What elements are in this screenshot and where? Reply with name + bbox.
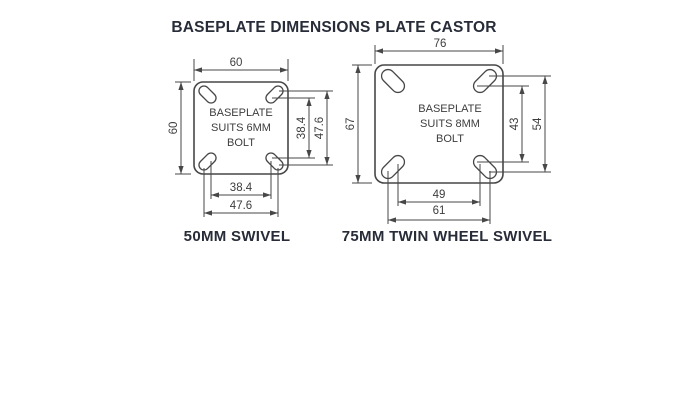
dim-bolt-outer-horizontal-label: 61 xyxy=(433,205,446,217)
extension-lines xyxy=(203,168,279,217)
diagram-75mm-twin-wheel-swivel: BASEPLATE SUITS 8MM BOLT 76 67 43 xyxy=(342,38,553,245)
dim-plate-height: 60 xyxy=(168,81,191,175)
diagram-caption: 75MM TWIN WHEEL SWIVEL xyxy=(342,228,553,245)
extension-lines xyxy=(397,164,481,206)
slot-hole-top-left xyxy=(198,85,217,104)
dim-bolt-outer-vertical: 54 xyxy=(489,75,551,173)
dim-plate-height-label: 60 xyxy=(168,122,180,135)
dim-bolt-outer-horizontal: 61 xyxy=(387,171,491,224)
plate-label-line3: BOLT xyxy=(436,133,464,145)
dim-plate-width: 76 xyxy=(374,38,504,64)
slot-hole-bottom-left xyxy=(198,152,217,171)
dim-bolt-outer-vertical-label: 47.6 xyxy=(314,117,326,139)
diagram-50mm-swivel: BASEPLATE SUITS 6MM BOLT 60 60 38.4 xyxy=(168,57,333,245)
slot-hole-top-left xyxy=(380,68,406,94)
dim-plate-width: 60 xyxy=(193,57,289,81)
dim-bolt-inner-vertical-label: 38.4 xyxy=(296,116,308,139)
plate-label: BASEPLATE SUITS 8MM BOLT xyxy=(418,103,481,145)
dim-bolt-inner-horizontal-label: 38.4 xyxy=(230,182,253,194)
dim-bolt-inner-vertical: 43 xyxy=(477,85,529,163)
slot-hole-bottom-right xyxy=(472,154,498,180)
slot-hole-top-right xyxy=(265,85,284,104)
plate-label-line1: BASEPLATE xyxy=(418,103,481,115)
page-title: BASEPLATE DIMENSIONS PLATE CASTOR xyxy=(171,19,496,36)
slot-hole-bottom-left xyxy=(380,154,406,180)
slot-hole-top-right xyxy=(472,68,498,94)
extension-lines xyxy=(387,171,491,224)
plate-label-line2: SUITS 8MM xyxy=(420,118,480,130)
dim-bolt-inner-vertical: 38.4 xyxy=(272,97,315,159)
diagram-caption: 50MM SWIVEL xyxy=(184,228,291,245)
dim-bolt-inner-horizontal: 49 xyxy=(397,164,481,206)
dim-plate-width-label: 76 xyxy=(434,38,447,50)
dim-bolt-inner-horizontal: 38.4 xyxy=(210,161,272,199)
dim-bolt-outer-vertical: 47.6 xyxy=(279,90,333,166)
plate-label-line1: BASEPLATE xyxy=(209,107,272,119)
slot-hole-bottom-right xyxy=(265,152,284,171)
extension-lines xyxy=(352,64,372,184)
plate-label: BASEPLATE SUITS 6MM BOLT xyxy=(209,107,272,149)
extension-lines xyxy=(279,90,333,166)
plate-label-line3: BOLT xyxy=(227,137,255,149)
extension-lines xyxy=(489,75,551,173)
baseplate-outline xyxy=(193,81,289,175)
dim-bolt-inner-horizontal-label: 49 xyxy=(433,189,446,201)
dim-bolt-inner-vertical-label: 43 xyxy=(509,118,521,131)
dim-bolt-outer-horizontal-label: 47.6 xyxy=(230,200,252,212)
dim-plate-width-label: 60 xyxy=(230,57,243,69)
dim-plate-height: 67 xyxy=(345,64,372,184)
dim-bolt-outer-horizontal: 47.6 xyxy=(203,168,279,217)
baseplate-outline xyxy=(374,64,504,184)
plate-label-line2: SUITS 6MM xyxy=(211,122,271,134)
dim-plate-height-label: 67 xyxy=(345,118,357,131)
dim-bolt-outer-vertical-label: 54 xyxy=(532,117,544,130)
extension-lines xyxy=(374,45,504,64)
